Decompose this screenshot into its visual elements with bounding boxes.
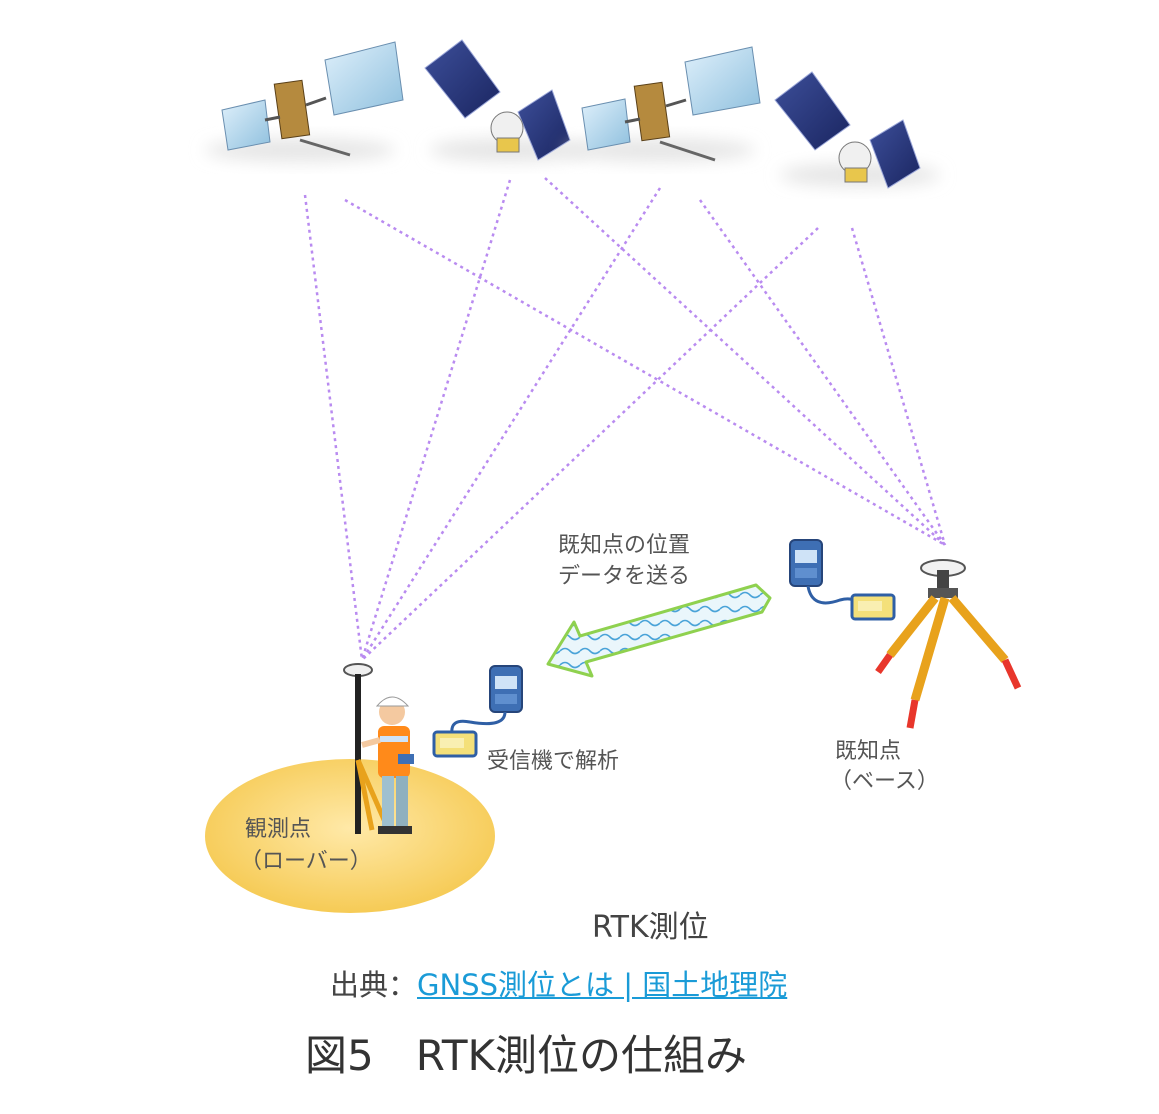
satellite-icon bbox=[565, 46, 761, 162]
receiver-icon bbox=[850, 593, 896, 621]
rover-area-ellipse bbox=[205, 759, 495, 913]
surveyor-icon bbox=[343, 663, 414, 834]
data-transfer-arrow bbox=[546, 583, 772, 678]
rover-label-line1: 観測点 bbox=[245, 817, 312, 842]
send-data-label-line2: データを送る bbox=[558, 564, 691, 589]
send-data-label-line1: 既知点の位置 bbox=[558, 533, 691, 558]
satellite-icon bbox=[424, 39, 590, 162]
rover-label-line2: （ローバー） bbox=[240, 849, 372, 874]
satellite-signal-lines bbox=[303, 177, 947, 661]
satellite-icon bbox=[205, 41, 404, 162]
source-line: 出典：GNSS測位とは | 国土地理院 bbox=[330, 962, 787, 1004]
receiver-analysis-label: 受信機で解析 bbox=[487, 749, 620, 774]
source-prefix: 出典： bbox=[330, 968, 418, 1002]
tripod-icon bbox=[875, 559, 1022, 729]
figure-caption: 図5 RTK測位の仕組み bbox=[305, 1031, 748, 1080]
controller-icon bbox=[489, 665, 523, 713]
satellite-icon bbox=[774, 71, 940, 189]
controller-icon bbox=[789, 539, 823, 587]
base-label-line1: 既知点 bbox=[835, 739, 902, 764]
source-link[interactable]: GNSS測位とは | 国土地理院 bbox=[417, 968, 788, 1002]
receiver-icon bbox=[432, 730, 478, 758]
base-label-line2: （ベース） bbox=[830, 769, 939, 794]
diagram-title: RTK測位 bbox=[592, 910, 709, 945]
